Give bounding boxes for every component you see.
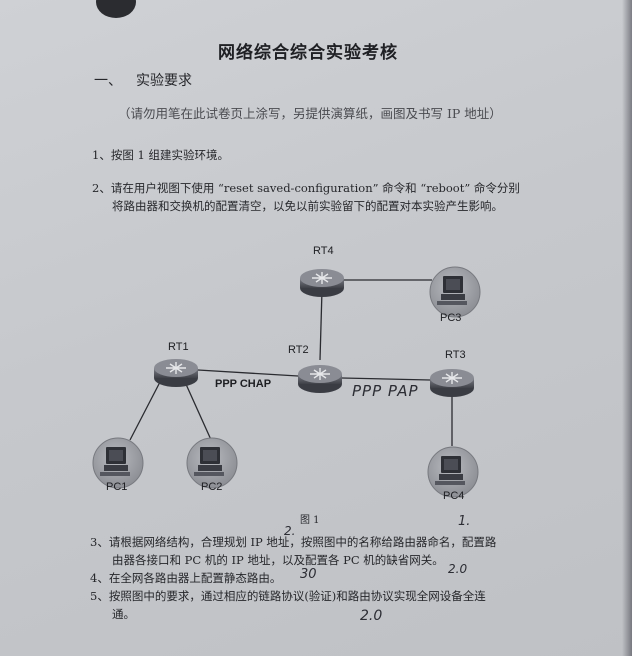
link-rt2-rt3: [341, 377, 431, 381]
page-title: 网络综合综合实验考核: [218, 43, 398, 63]
requirement-3-line-1: 3、请根据网络结构，合理规划 IP 地址，按照图中的名称给路由器命名，配置路: [90, 535, 497, 549]
handwritten-mark-2: 1.: [458, 514, 471, 529]
requirement-3-line-2: 由器各接口和 PC 机的 IP 地址，以及配置各 PC 机的缺省网关。: [112, 553, 444, 567]
page-edge-shadow: [622, 0, 632, 656]
label-rt4: RT4: [313, 245, 334, 257]
requirement-2-line-2: 将路由器和交换机的配置清空，以免以前实验留下的配置对本实验产生影响。: [112, 199, 503, 213]
label-rt1: RT1: [168, 341, 189, 353]
section-heading: 实验要求: [136, 73, 192, 89]
link-rt1-pc1: [129, 381, 161, 441]
link-rt1-rt2: [197, 369, 299, 377]
label-pc1: PC1: [106, 481, 127, 493]
requirement-4: 4、在全网各路由器上配置静态路由。: [90, 571, 282, 585]
section-number: 一、: [94, 73, 122, 89]
requirement-5-line-2: 通。: [112, 607, 135, 621]
label-ppp-chap: PPP CHAP: [215, 378, 271, 390]
requirement-2-line-1: 2、请在用户视图下使用 “reset saved-configuration” …: [92, 181, 520, 195]
handwritten-mark-5: 2.0: [360, 608, 383, 624]
instruction-note: （请勿用笔在此试卷页上涂写，另提供演算纸，画图及书写 IP 地址）: [118, 106, 502, 121]
requirement-1: 1、按图 1 组建实验环境。: [92, 148, 229, 162]
link-rt4-rt2: [319, 289, 323, 361]
label-ppp-pap: PPP PAP: [352, 382, 419, 400]
router-rt1: [153, 358, 199, 388]
label-rt3: RT3: [445, 349, 466, 361]
figure-caption: 图 1: [300, 514, 320, 526]
handwritten-mark-4: 30: [300, 567, 317, 582]
label-rt2: RT2: [288, 344, 309, 356]
pc-pc3: [429, 266, 481, 318]
router-rt3: [429, 368, 475, 398]
label-pc2: PC2: [201, 481, 222, 493]
handwritten-mark-1: 2.: [284, 524, 296, 538]
requirement-5-line-1: 5、按照图中的要求，通过相应的链路协议(验证)和路由协议实现全网设备全连: [90, 589, 486, 603]
router-rt4: [299, 268, 345, 298]
label-pc4: PC4: [443, 490, 464, 502]
link-rt1-pc2: [184, 381, 213, 443]
handwritten-mark-3: 2.0: [448, 562, 468, 576]
punch-hole: [96, 0, 136, 18]
label-pc3: PC3: [440, 312, 461, 324]
router-rt2: [297, 364, 343, 394]
